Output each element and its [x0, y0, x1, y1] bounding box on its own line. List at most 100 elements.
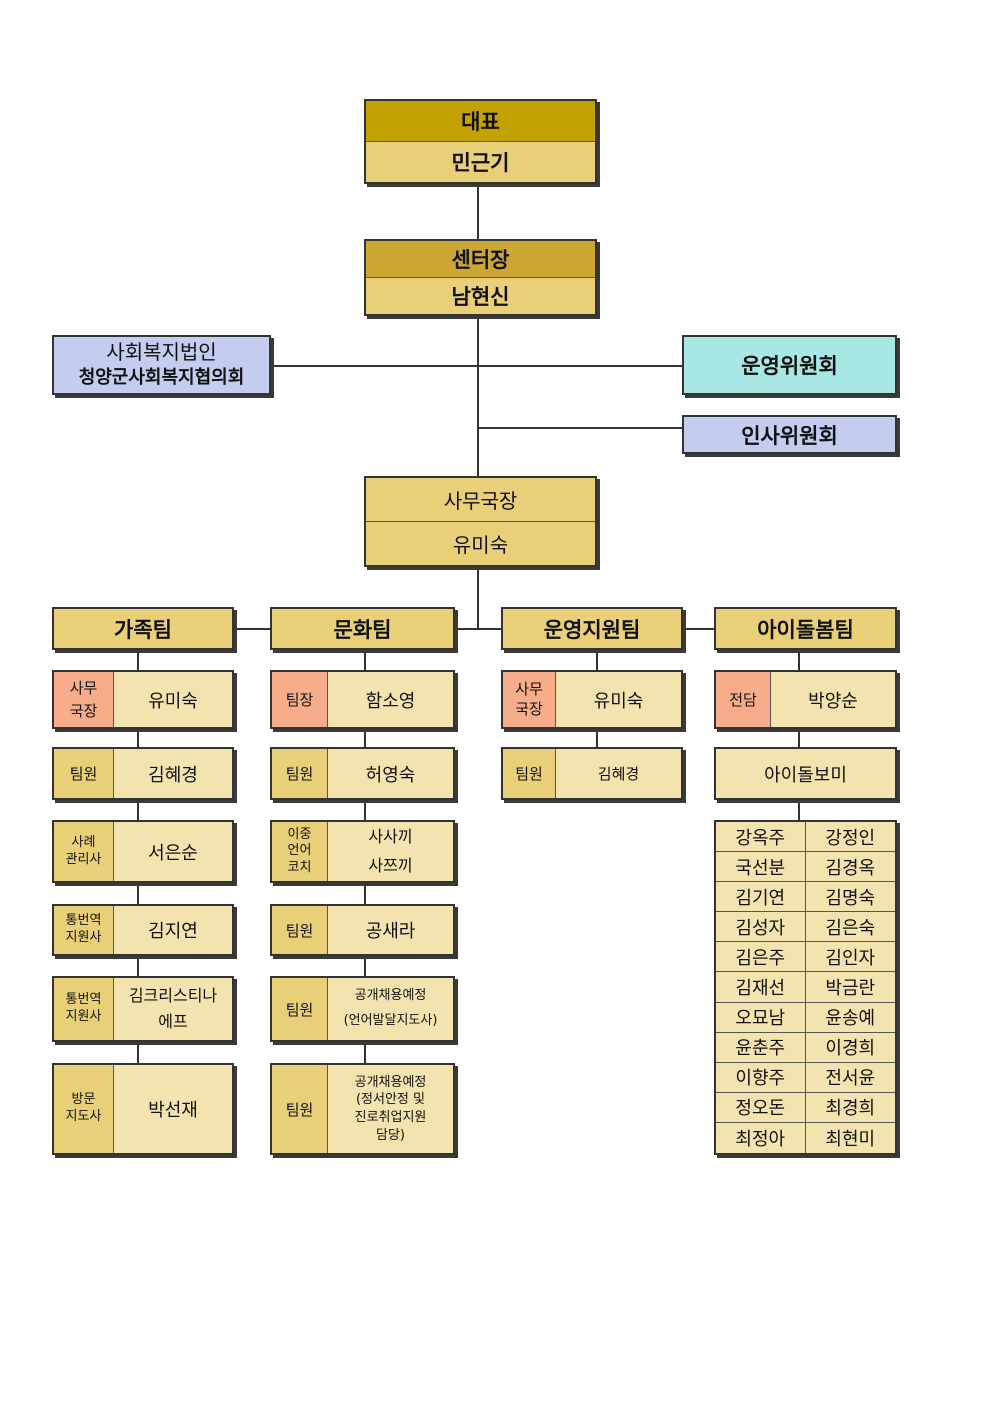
connector-line [596, 728, 598, 747]
team-name: 운영지원팀 [543, 617, 641, 642]
helpers-label: 아이돌보미 [764, 764, 847, 786]
helper-name: 정오돈 [716, 1092, 806, 1123]
team-header-family: 가족팀 [52, 607, 234, 650]
connector-line [477, 427, 683, 429]
helper-name: 윤춘주 [716, 1032, 806, 1063]
member-name: 서은순 [113, 822, 232, 881]
helper-name: 박금란 [805, 972, 895, 1003]
secretary-general-name: 유미숙 [366, 521, 595, 565]
member-box: 팀원 김혜경 [501, 747, 683, 800]
member-box: 팀원 공개채용예정 (언어발달지도사) [270, 976, 455, 1042]
connector-line [798, 799, 800, 820]
center-director-name: 남현신 [366, 277, 595, 314]
helper-name: 이경희 [805, 1033, 895, 1063]
member-role: 팀원 [54, 749, 113, 798]
member-name: 김혜경 [555, 749, 681, 798]
connector-line [682, 628, 714, 630]
member-box: 사무 국장 유미숙 [501, 670, 683, 729]
member-role: 팀원 [272, 978, 327, 1040]
member-name: 공개채용예정 (언어발달지도사) [327, 978, 453, 1040]
member-name: 유미숙 [113, 672, 232, 727]
member-name: 김크리스티나 에프 [113, 978, 232, 1040]
helpers-label-box: 아이돌보미 [714, 747, 897, 800]
team-header-culture: 문화팀 [270, 607, 455, 650]
personnel-committee-box: 인사위원회 [682, 415, 897, 454]
member-name: 김혜경 [113, 749, 232, 798]
member-name: 박선재 [113, 1065, 232, 1153]
member-box: 팀장 함소영 [270, 670, 455, 729]
helper-name: 윤송예 [805, 1003, 895, 1033]
connector-line [364, 650, 366, 671]
helper-name: 김명숙 [805, 882, 895, 913]
member-box: 사례 관리사 서은순 [52, 820, 234, 883]
connector-line [137, 955, 139, 976]
member-name: 허영숙 [327, 749, 453, 798]
member-box: 팀원 허영숙 [270, 747, 455, 800]
connector-line [137, 1041, 139, 1063]
member-role: 이중 언어 코치 [272, 822, 327, 881]
connector-line [364, 728, 366, 747]
connector-line [798, 728, 800, 747]
connector-line [233, 628, 271, 630]
center-director-box: 센터장 남현신 [364, 239, 597, 316]
member-box: 팀원 공새라 [270, 904, 455, 956]
member-role: 사무 국장 [54, 672, 113, 727]
helper-name: 김재선 [716, 972, 806, 1003]
connector-line [798, 650, 800, 671]
helper-name: 이향주 [716, 1062, 806, 1093]
helper-name: 김인자 [805, 942, 895, 973]
member-name: 사사끼 사쯔끼 [327, 822, 453, 881]
member-role: 팀원 [272, 1065, 327, 1153]
member-role: 방문 지도사 [54, 1065, 113, 1153]
member-role: 팀원 [272, 906, 327, 954]
connector-line [477, 315, 479, 477]
member-box: 팀원 김혜경 [52, 747, 234, 800]
member-box: 팀원 공개채용예정 (정서안정 및 진로취업지원 담당) [270, 1063, 455, 1155]
helper-name: 김성자 [716, 912, 806, 943]
member-role: 팀장 [272, 672, 327, 727]
connector-line [364, 799, 366, 820]
member-role: 팀원 [272, 749, 327, 798]
representative-title: 대표 [366, 101, 595, 141]
connector-line [137, 882, 139, 904]
helper-name: 전서윤 [805, 1063, 895, 1093]
helper-name: 김은숙 [805, 912, 895, 943]
helper-name: 오묘남 [716, 1002, 806, 1033]
helper-name: 김기연 [716, 882, 806, 913]
connector-line [596, 650, 598, 671]
operating-committee-box: 운영위원회 [682, 335, 897, 395]
secretary-general-box: 사무국장 유미숙 [364, 476, 597, 567]
team-header-operations: 운영지원팀 [501, 607, 683, 650]
team-name: 가족팀 [114, 617, 172, 642]
personnel-committee-label: 인사위원회 [741, 423, 838, 448]
member-box: 통번역 지원사 김크리스티나 에프 [52, 976, 234, 1042]
member-box: 전담 박양순 [714, 670, 897, 729]
member-box: 통번역 지원사 김지연 [52, 904, 234, 956]
team-name: 아이돌봄팀 [757, 617, 854, 642]
secretary-general-title: 사무국장 [366, 478, 595, 521]
helper-name: 최정아 [716, 1122, 806, 1153]
connector-line [454, 628, 502, 630]
member-name: 공개채용예정 (정서안정 및 진로취업지원 담당) [327, 1065, 453, 1153]
connector-line [137, 799, 139, 820]
connector-line [364, 1041, 366, 1063]
member-name: 김지연 [113, 906, 232, 954]
member-name: 박양순 [770, 672, 895, 727]
connector-line [477, 566, 479, 628]
helper-name: 김경옥 [805, 852, 895, 883]
corporation-line2: 청양군사회복지협의회 [78, 367, 245, 389]
team-name: 문화팀 [333, 617, 392, 642]
member-role: 팀원 [503, 749, 555, 798]
connector-line [137, 650, 139, 671]
helper-name: 강옥주 [716, 822, 806, 853]
member-box: 사무 국장 유미숙 [52, 670, 234, 729]
representative-name: 민근기 [366, 141, 595, 182]
helper-name: 최현미 [825, 1128, 876, 1150]
helper-name: 최경희 [805, 1093, 895, 1123]
member-role: 사례 관리사 [54, 822, 113, 881]
representative-box: 대표 민근기 [364, 99, 597, 184]
member-name: 함소영 [327, 672, 453, 727]
member-box: 이중 언어 코치 사사끼 사쯔끼 [270, 820, 455, 883]
corporation-line1: 사회복지법인 [106, 340, 217, 365]
